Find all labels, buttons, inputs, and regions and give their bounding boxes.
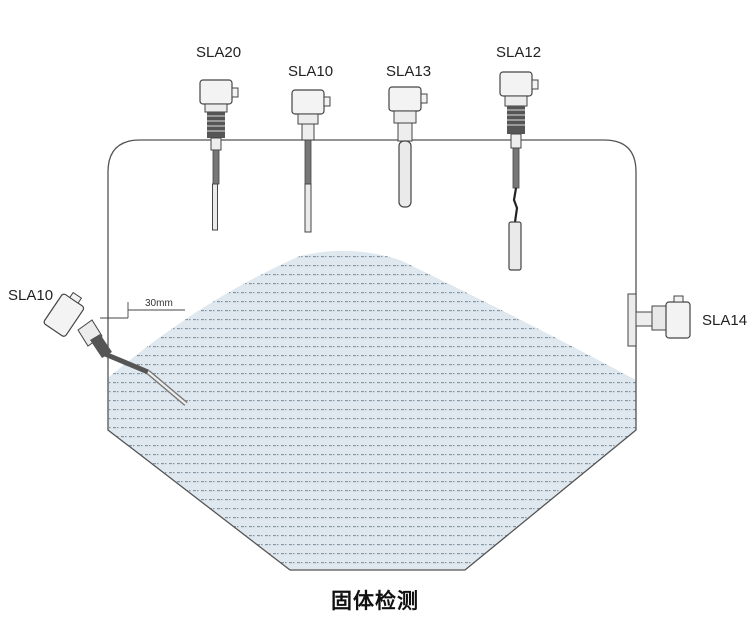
dimension-label: 30mm bbox=[145, 298, 173, 309]
silo-outline bbox=[107, 139, 637, 571]
material-pile bbox=[108, 250, 636, 570]
label-sla20: SLA20 bbox=[196, 44, 241, 61]
sensor-sla10-top bbox=[291, 89, 331, 233]
label-sla13: SLA13 bbox=[386, 63, 431, 80]
sensor-sla12 bbox=[499, 71, 539, 271]
label-sla10-top: SLA10 bbox=[288, 63, 333, 80]
diagram-caption: 固体检测 bbox=[331, 589, 419, 613]
dimension-marker bbox=[100, 302, 185, 319]
sensor-sla14 bbox=[627, 293, 691, 347]
sensor-sla10-side bbox=[43, 291, 188, 406]
label-sla10-side: SLA10 bbox=[8, 287, 53, 304]
sensor-sla20 bbox=[199, 79, 239, 231]
sensor-sla13 bbox=[388, 86, 428, 208]
label-sla14: SLA14 bbox=[702, 312, 747, 329]
label-sla12: SLA12 bbox=[496, 44, 541, 61]
